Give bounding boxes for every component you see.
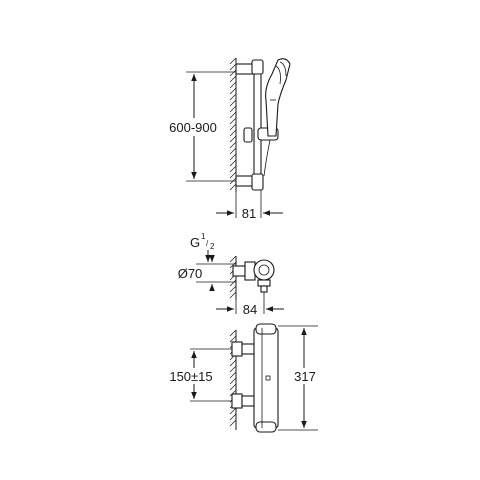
- wall-hatch-icon: [229, 57, 237, 191]
- hatch-stroke: [229, 419, 237, 427]
- thread-numerator: 1: [201, 232, 206, 241]
- hatch-stroke: [229, 183, 237, 191]
- mixer-side-view: G 1 / 2 Ø70 84: [170, 232, 284, 317]
- hatch-stroke: [229, 153, 237, 161]
- hatch-stroke: [229, 111, 237, 119]
- outlet-nipple: [260, 285, 268, 293]
- dim-317-bg: [288, 368, 322, 384]
- hatch-stroke: [229, 81, 237, 89]
- shower-rail-view: 600-900 81: [160, 57, 291, 221]
- hatch-stroke: [229, 255, 237, 263]
- mixer-indicator: [265, 375, 271, 381]
- hatch-stroke: [229, 63, 237, 71]
- thread-denominator: 2: [210, 242, 215, 251]
- upper-inlet-nut: [241, 343, 255, 355]
- shower-rail: [253, 63, 262, 189]
- dim-d70-bg: [170, 266, 210, 281]
- hatch-stroke: [229, 93, 237, 101]
- thread-slash: /: [206, 239, 209, 248]
- rail-height-label: 600-900: [169, 120, 217, 135]
- lower-inlet-nut: [241, 395, 255, 407]
- inlet-connector: [232, 265, 246, 277]
- hatch-stroke: [229, 291, 237, 299]
- hatch-stroke: [229, 105, 237, 113]
- hatch-stroke: [229, 413, 237, 421]
- dim-150-bg: [160, 368, 222, 384]
- hatch-stroke: [229, 377, 237, 385]
- hatch-stroke: [229, 389, 237, 397]
- slider-knob: [243, 127, 253, 143]
- hatch-stroke: [229, 359, 237, 367]
- rail-depth-label: 81: [242, 206, 256, 221]
- mixer-depth-label: 84: [243, 302, 257, 317]
- mixer-inner-circle: [258, 264, 270, 276]
- hatch-stroke: [229, 335, 237, 343]
- mixer-top-handle: [255, 323, 277, 335]
- lower-inlet: [231, 393, 243, 409]
- mixer-bottom-handle: [255, 421, 277, 433]
- hatch-stroke: [229, 141, 237, 149]
- hatch-stroke: [229, 279, 237, 287]
- hatch-stroke: [229, 99, 237, 107]
- rail-top-cap: [251, 59, 264, 75]
- hatch-stroke: [229, 129, 237, 137]
- hatch-stroke: [229, 407, 237, 415]
- thread-label: G: [190, 235, 200, 250]
- hatch-stroke: [229, 159, 237, 167]
- hatch-stroke: [229, 147, 237, 155]
- hatch-stroke: [229, 117, 237, 125]
- hatch-stroke: [229, 165, 237, 173]
- hatch-stroke: [229, 87, 237, 95]
- hatch-stroke: [229, 329, 237, 337]
- hatch-stroke: [229, 285, 237, 293]
- shower-hose: [263, 139, 271, 177]
- hatch-stroke: [229, 261, 237, 269]
- hatch-stroke: [229, 365, 237, 373]
- mixer-front-view: 150±15 317: [160, 323, 322, 433]
- mixer-height-label: 317: [294, 369, 316, 384]
- hatch-stroke: [229, 135, 237, 143]
- hand-shower-icon: [265, 58, 291, 137]
- wall-hatch-icon: [229, 255, 237, 299]
- hatch-stroke: [229, 75, 237, 83]
- hatch-stroke: [229, 371, 237, 379]
- hatch-stroke: [229, 69, 237, 77]
- upper-inlet: [231, 341, 243, 357]
- hatch-stroke: [229, 171, 237, 179]
- mixer-body-side: [253, 259, 275, 281]
- inlet-spacing-label: 150±15: [169, 369, 212, 384]
- hatch-stroke: [229, 57, 237, 65]
- diameter-label: Ø70: [178, 266, 203, 281]
- hatch-stroke: [229, 123, 237, 131]
- rail-bottom-cap: [251, 173, 264, 191]
- dim-label-bg: [160, 118, 226, 136]
- hatch-stroke: [229, 383, 237, 391]
- outlet-stub: [257, 279, 271, 287]
